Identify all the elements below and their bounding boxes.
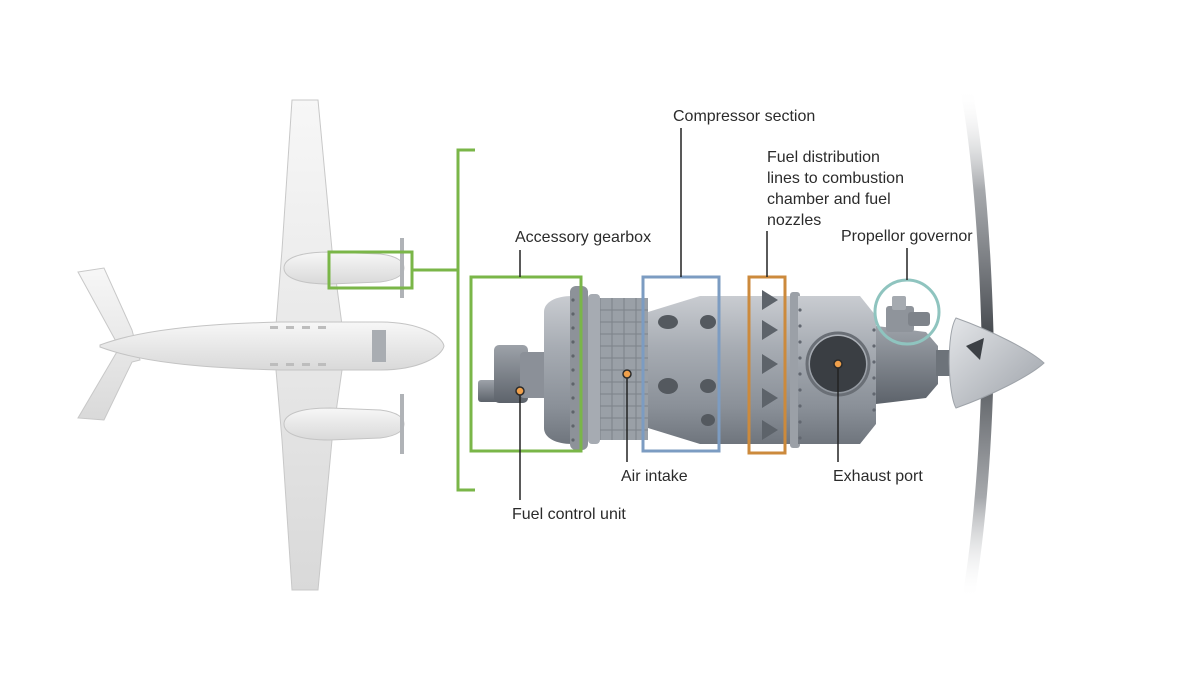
callout-dots [515,359,843,396]
nacelle-upper [283,251,405,285]
fuel-nozzles [762,290,778,440]
compressor-casing [648,296,760,444]
turboprop-engine [478,286,1045,450]
flange-bolts [571,298,575,442]
propeller-lower [400,394,404,454]
propeller-governor-body [886,306,914,332]
label-air-intake: Air intake [621,468,688,485]
label-accessory-gearbox: Accessory gearbox [515,229,652,246]
dot-air-intake [622,369,632,379]
reduction-gearbox [876,326,938,404]
label-exhaust-port: Exhaust port [833,468,923,485]
label-compressor-section: Compressor section [673,108,816,125]
label-fuel-distribution: Fuel distribution lines to combustion ch… [767,149,904,229]
dot-exhaust-port [833,359,843,369]
fuselage [99,321,445,371]
dot-fuel-control-unit [515,386,525,396]
compressor-ports [658,315,716,426]
accessory-gearbox-box [469,275,583,453]
engine-locator [327,148,475,492]
cockpit-window [372,330,386,362]
cabin-windows [270,326,326,366]
aircraft-top-view [77,99,445,591]
exhaust-flange-bolts [798,308,876,440]
label-propellor-governor: Propellor governor [841,228,973,245]
label-fuel-control-unit: Fuel control unit [512,506,626,523]
leader-lines [519,128,908,500]
propeller-blade [960,88,994,600]
propeller-spinner [948,317,1045,409]
nacelle-lower [283,407,405,441]
locator-bracket [456,148,475,492]
